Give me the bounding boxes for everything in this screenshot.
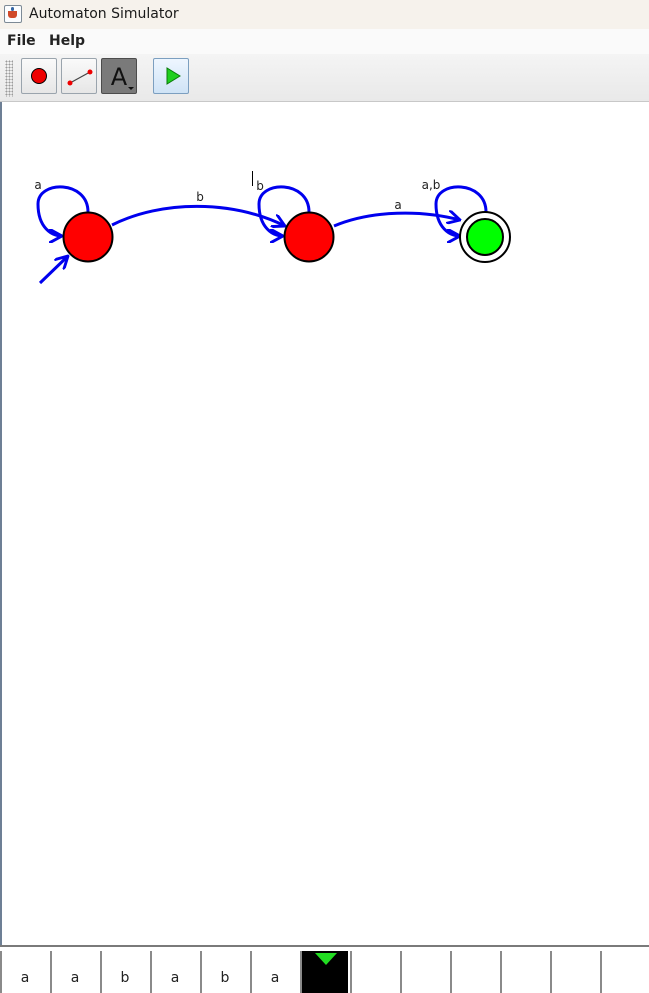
red-circle-icon: [31, 68, 47, 84]
transition-line-icon: [67, 69, 93, 86]
tape-head-pointer-icon: [315, 953, 337, 965]
input-tape: a a b a b a: [0, 945, 649, 993]
play-icon: [166, 67, 181, 85]
edge-q1-q2[interactable]: [333, 213, 460, 228]
loop-q0-label: a: [34, 178, 41, 192]
tape-cell[interactable]: a: [50, 951, 98, 993]
tape-head-cell[interactable]: [300, 951, 348, 993]
loop-q1-label: b: [256, 179, 264, 193]
toolbar: A: [0, 54, 649, 102]
menu-help[interactable]: Help: [49, 33, 86, 49]
tape-cell[interactable]: [400, 951, 448, 993]
tape-cell[interactable]: [550, 951, 598, 993]
tape-cell[interactable]: [600, 951, 648, 993]
initial-arrow: [38, 256, 68, 285]
tape-cell[interactable]: b: [100, 951, 148, 993]
java-icon: [4, 5, 22, 23]
text-tool-button[interactable]: A: [101, 58, 137, 94]
tape-cell[interactable]: a: [150, 951, 198, 993]
window-title: Automaton Simulator: [29, 6, 179, 22]
state-q0[interactable]: [62, 211, 114, 263]
edge-q0-q1[interactable]: [111, 204, 285, 226]
automaton-diagram[interactable]: a b b a a,b: [2, 102, 649, 945]
loop-q2-label: a,b: [422, 178, 441, 192]
menu-file[interactable]: File: [7, 33, 36, 49]
tape-cell[interactable]: b: [200, 951, 248, 993]
menu-bar: File Help: [0, 29, 649, 54]
add-transition-button[interactable]: [61, 58, 97, 94]
tape-cell[interactable]: a: [250, 951, 298, 993]
title-bar: Automaton Simulator: [0, 0, 649, 29]
automaton-canvas[interactable]: a b b a a,b: [0, 102, 649, 945]
state-q1[interactable]: [283, 211, 335, 263]
loop-q2[interactable]: [434, 185, 488, 236]
edge-q1-q2-label: a: [394, 198, 401, 212]
state-q2[interactable]: [466, 218, 504, 256]
text-cursor: [252, 171, 253, 186]
letter-a-icon: A: [111, 63, 134, 91]
edge-q0-q1-label: b: [196, 190, 204, 204]
tape-cell[interactable]: [350, 951, 398, 993]
add-state-button[interactable]: [21, 58, 57, 94]
run-button[interactable]: [153, 58, 189, 94]
svg-text:A: A: [111, 63, 128, 91]
tape-cell[interactable]: [500, 951, 548, 993]
toolbar-grip[interactable]: [5, 60, 13, 97]
loop-q1[interactable]: [257, 185, 311, 236]
tape-cell[interactable]: a: [0, 951, 48, 993]
loop-q0[interactable]: [36, 185, 90, 236]
tape-cell[interactable]: [450, 951, 498, 993]
